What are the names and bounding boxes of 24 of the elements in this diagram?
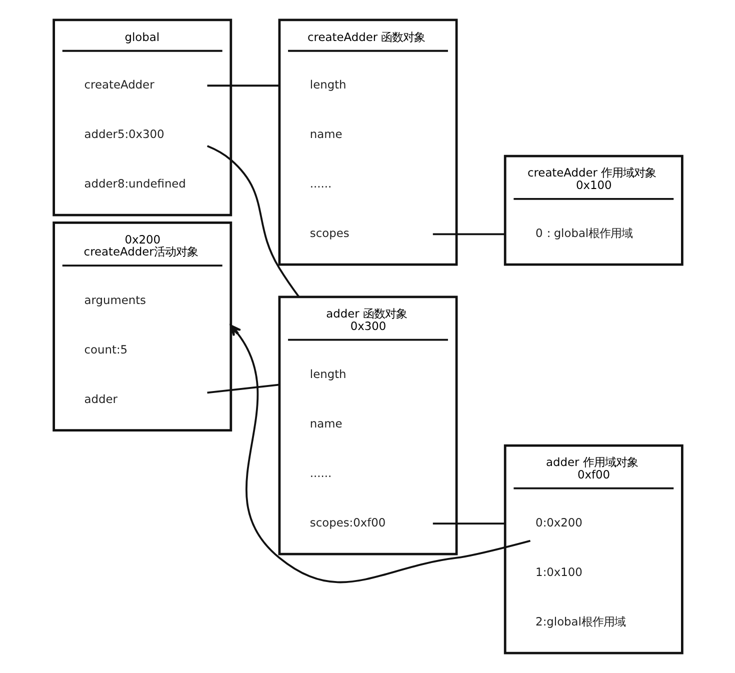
node-text: 0：global根作用域 [535, 226, 632, 240]
node-text: adder5:0x300 [84, 127, 164, 142]
node-text: adder8:undefined [84, 176, 186, 191]
node-text: ...... [309, 176, 332, 191]
connector [206, 384, 280, 394]
node-text: scopes:0xf00 [309, 516, 386, 530]
connector [432, 233, 505, 236]
node-text: 2:global根作用域 [535, 614, 625, 629]
node-text: length [309, 78, 346, 92]
connector [206, 84, 279, 87]
node-text: 0:0x200 [535, 516, 582, 530]
connector [206, 145, 300, 298]
node-text: scopes [309, 226, 349, 240]
node-text: 1:0x100 [535, 565, 582, 580]
connector [432, 522, 505, 525]
node-text: name [309, 416, 342, 431]
node-text: ...... [309, 466, 332, 480]
arrow [229, 324, 530, 583]
node-text: name [309, 127, 342, 142]
node-text: createAdder [84, 78, 154, 92]
node-text: length [309, 367, 346, 382]
node-text: adder [84, 392, 117, 406]
node-text: arguments [84, 292, 146, 307]
node-text: count:5 [84, 342, 128, 356]
